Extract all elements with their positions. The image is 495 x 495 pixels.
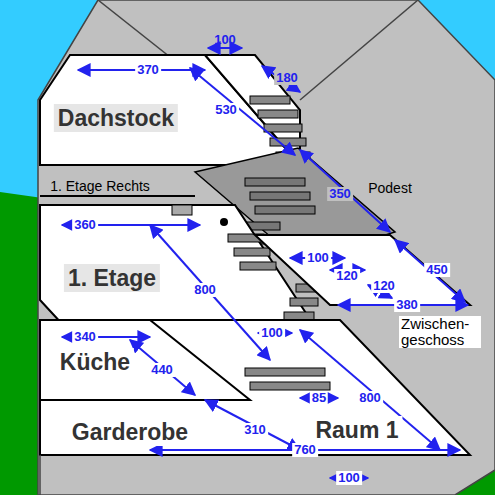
- floor-note: 1. Etage Rechts: [48, 178, 152, 194]
- room-name: Garderobe: [68, 418, 192, 446]
- dimension: 100: [212, 33, 238, 47]
- dimension: 85: [310, 391, 328, 405]
- dimension: 440: [149, 363, 175, 377]
- area-name: Podest: [366, 180, 414, 196]
- dimension: 350: [327, 187, 353, 201]
- dimension: 340: [72, 330, 98, 344]
- dimension: 180: [274, 71, 300, 85]
- room-name: Raum 1: [311, 416, 402, 444]
- dimension: 120: [371, 279, 397, 293]
- dimension: 100: [305, 251, 331, 265]
- dimension: 380: [394, 298, 420, 312]
- dimension: 800: [357, 391, 383, 405]
- dimension: 760: [292, 443, 318, 457]
- floor-name: Dachstock: [54, 104, 178, 132]
- dimension: 310: [242, 423, 268, 437]
- dimension: 800: [192, 283, 218, 297]
- dimension: 530: [213, 103, 239, 117]
- floor-name: 1. Etage: [64, 264, 160, 292]
- room-name: Küche: [56, 348, 134, 376]
- dimension: 100: [259, 326, 285, 340]
- floor-name: Zwischen- geschoss: [399, 316, 481, 348]
- dimension: 100: [336, 471, 362, 485]
- dimension: 370: [135, 63, 161, 77]
- dimension: 120: [334, 269, 360, 283]
- dimension: 360: [72, 218, 98, 232]
- dimension: 450: [424, 263, 450, 277]
